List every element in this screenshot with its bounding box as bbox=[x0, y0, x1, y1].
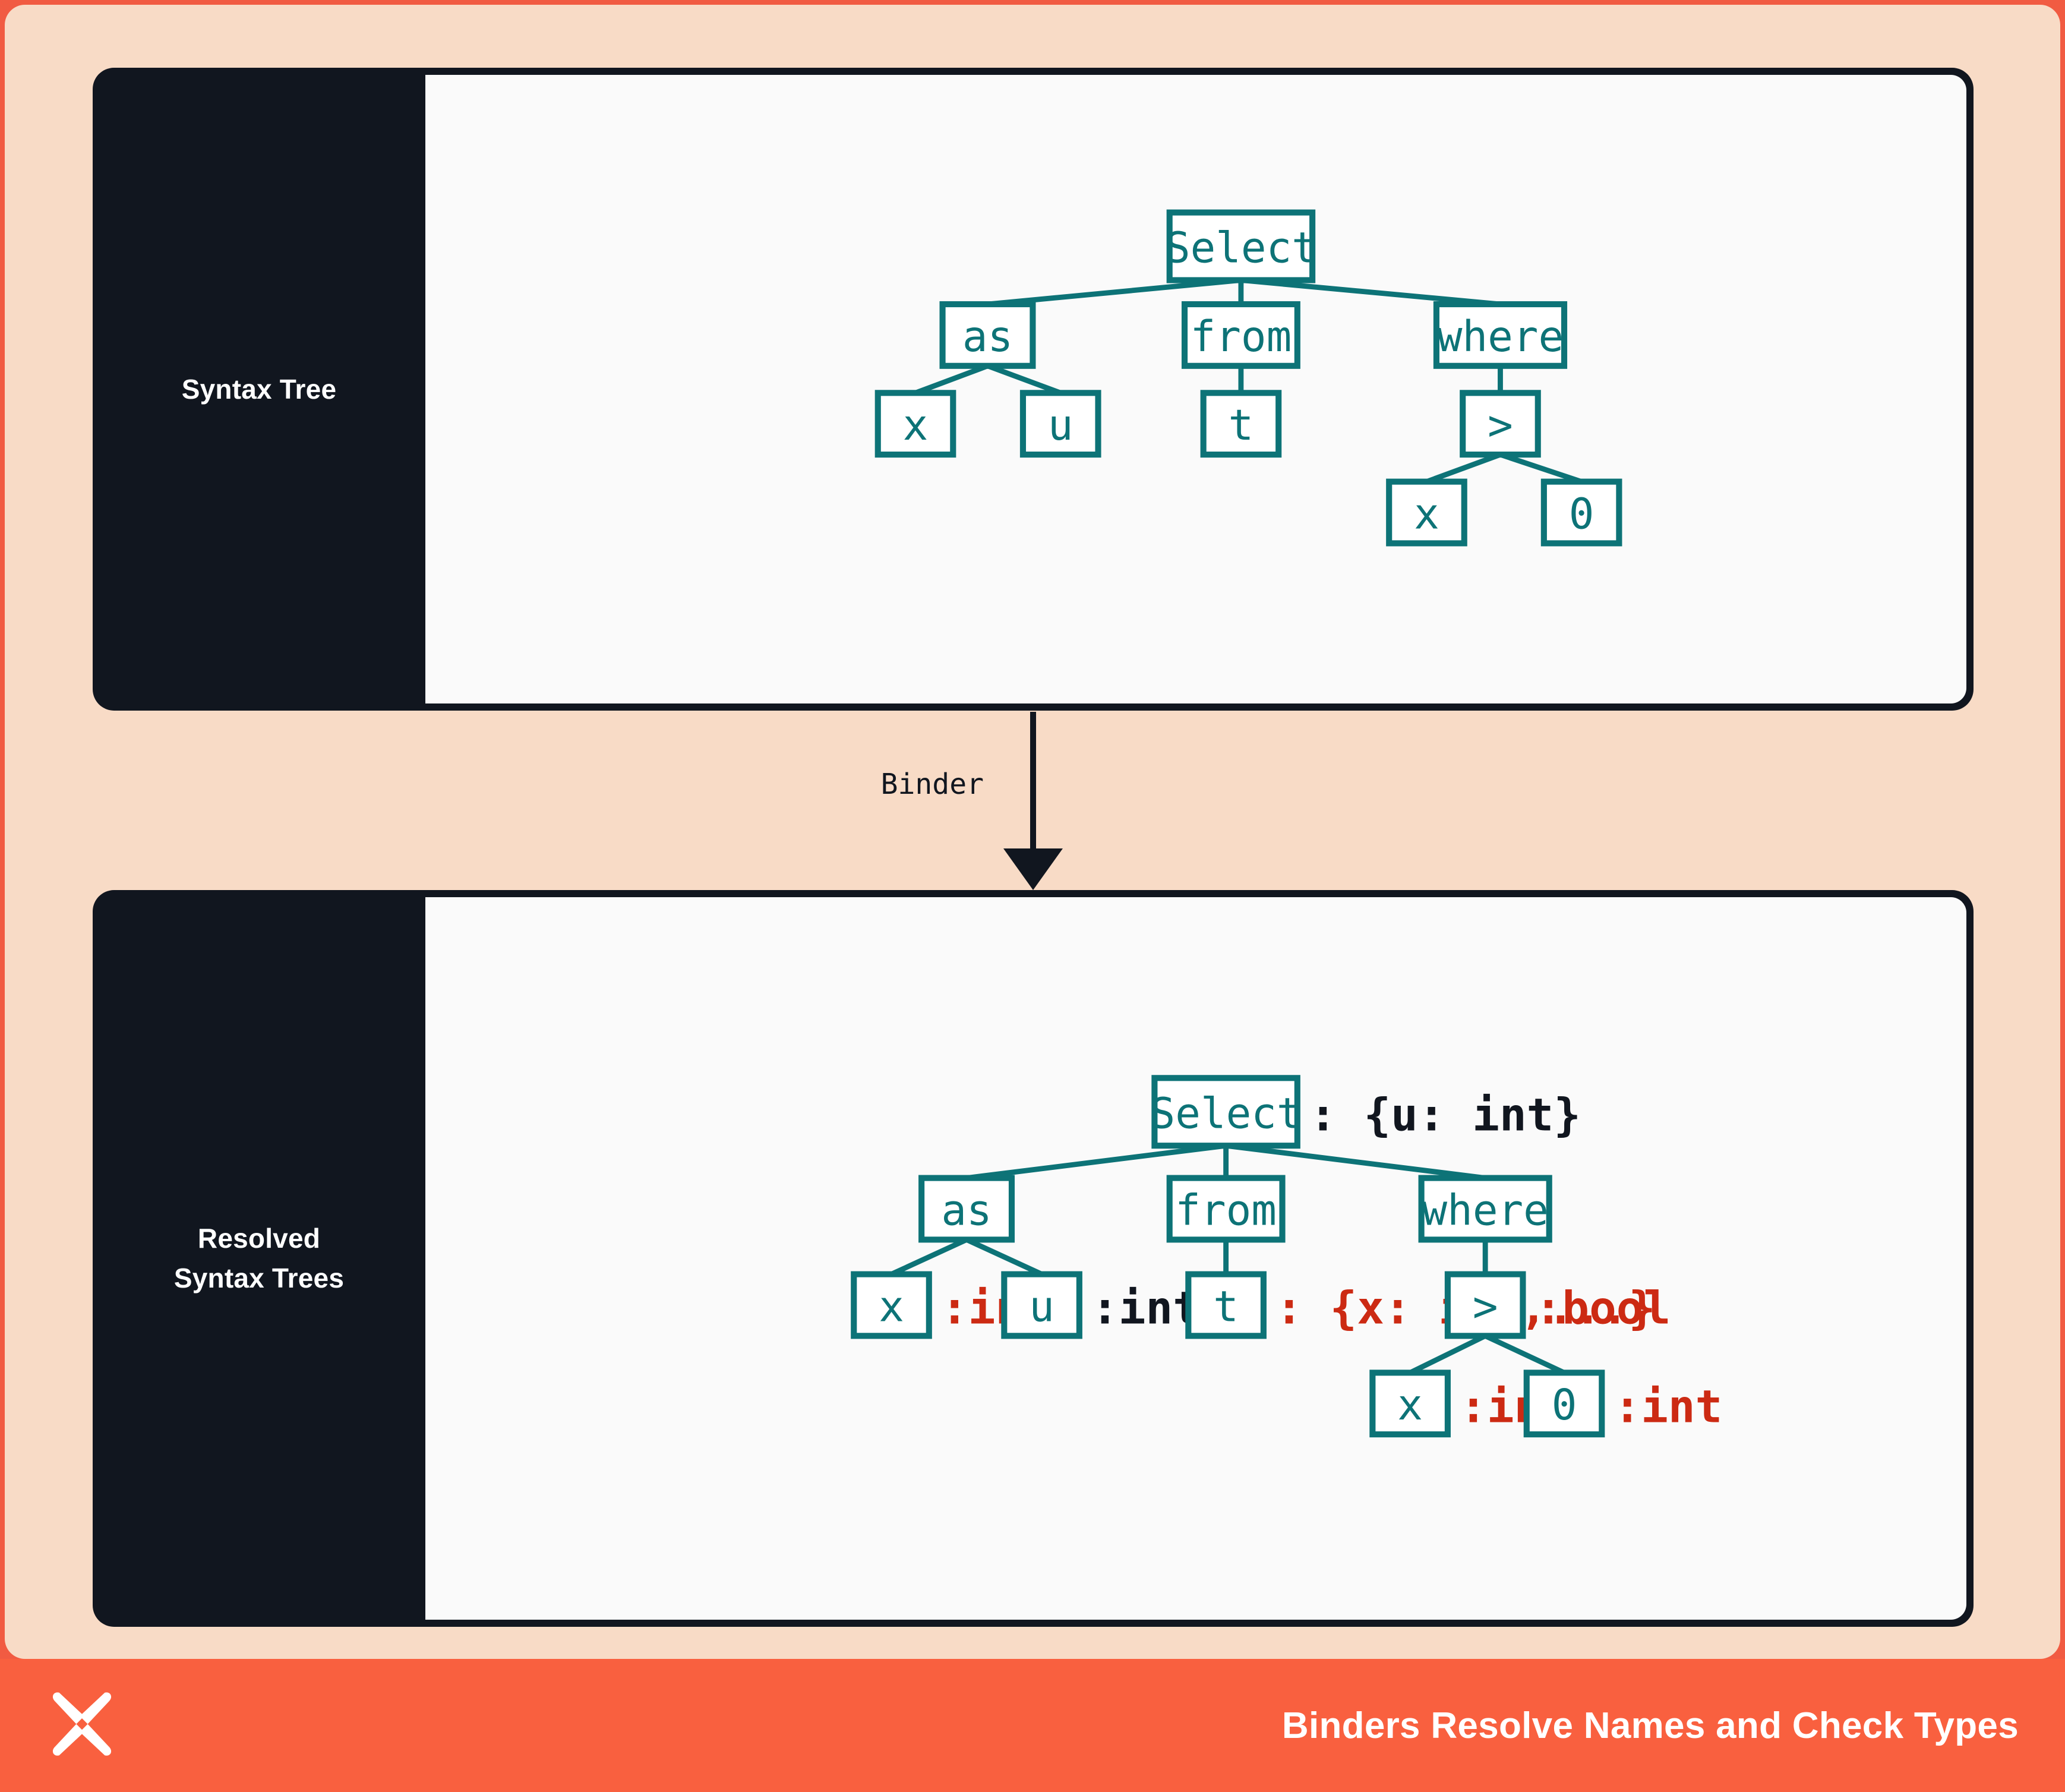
tree-edge bbox=[1499, 452, 1583, 484]
poster-canvas: Syntax Tree Select as from where x u t > x 0 Bind… bbox=[5, 5, 2060, 1659]
tree-edge bbox=[914, 363, 989, 396]
tree-node-x2[interactable]: x bbox=[1386, 478, 1467, 547]
tree-node-z1[interactable]: 0 bbox=[1540, 478, 1622, 547]
tree-node-label: from bbox=[1191, 312, 1292, 361]
tree-node-label: t bbox=[1229, 400, 1254, 450]
tree-node-x2[interactable]: x bbox=[1369, 1370, 1451, 1438]
tree-node-select[interactable]: Select bbox=[1165, 209, 1317, 283]
panel-top-label-text: Syntax Tree bbox=[181, 373, 337, 405]
tree-node-select[interactable]: Select bbox=[1150, 1075, 1302, 1149]
tree-edge bbox=[1226, 1143, 1486, 1181]
tree-node-x1[interactable]: x bbox=[874, 390, 956, 458]
tree-node-label: where bbox=[1437, 312, 1564, 361]
tree-node-label: 0 bbox=[1552, 1380, 1577, 1430]
tree-edge bbox=[1484, 1333, 1565, 1375]
panel-top-label: Syntax Tree bbox=[93, 68, 425, 711]
tree-node-label: as bbox=[941, 1186, 992, 1235]
tree-node-x1[interactable]: x bbox=[851, 1271, 932, 1339]
tree-node-gt1[interactable]: > bbox=[1460, 390, 1541, 458]
tree-node-label: where bbox=[1422, 1186, 1549, 1235]
tree-node-as[interactable]: as bbox=[939, 301, 1036, 369]
tree-node-annotation-z1: :int bbox=[1614, 1380, 1723, 1433]
binder-transition: Binder bbox=[93, 712, 1974, 890]
tree-node-annotation-select: : {u: int} bbox=[1309, 1089, 1581, 1141]
tree-edge bbox=[986, 363, 1062, 396]
tree-node-from[interactable]: from bbox=[1181, 301, 1300, 369]
tree-node-label: x bbox=[1397, 1380, 1423, 1430]
tree-edge bbox=[1425, 452, 1502, 484]
panel-bottom-label-line1: Resolved bbox=[197, 1223, 321, 1254]
tree-node-as[interactable]: as bbox=[918, 1175, 1015, 1243]
panel-bottom-label-line2: Syntax Trees bbox=[173, 1263, 345, 1293]
footer-tagline: Binders Resolve Names and Check Types bbox=[1281, 1705, 2019, 1746]
tree-node-label: > bbox=[1473, 1282, 1498, 1331]
tree-edge bbox=[1240, 277, 1501, 307]
tree-node-t1[interactable]: t bbox=[1200, 390, 1282, 458]
tree-node-gt1[interactable]: > bbox=[1444, 1271, 1526, 1339]
tree-node-label: x bbox=[1414, 490, 1439, 539]
tree-edge bbox=[966, 1143, 1227, 1181]
panel-resolved-syntax-trees: Resolved Syntax Trees Select: {u: int} as… bbox=[93, 890, 1974, 1627]
binder-label-text: Binder bbox=[881, 768, 984, 801]
tree-node-label: u bbox=[1048, 400, 1073, 450]
tree-node-label: as bbox=[962, 312, 1013, 361]
tree-node-t1[interactable]: t bbox=[1185, 1271, 1267, 1339]
tree-node-from[interactable]: from bbox=[1166, 1175, 1286, 1243]
tree-node-label: t bbox=[1213, 1282, 1239, 1331]
tree-edge bbox=[987, 277, 1242, 307]
tree-node-annotation-gt1: :bool bbox=[1535, 1282, 1671, 1334]
panel-top-stage: Select as from where x u t > x 0 bbox=[425, 75, 1966, 703]
tree-node-label: u bbox=[1029, 1282, 1054, 1331]
tree-node-u1[interactable]: u bbox=[1019, 390, 1101, 458]
panel-syntax-tree: Syntax Tree Select as from where x u t > x 0 bbox=[93, 68, 1974, 711]
panel-bottom-label: Resolved Syntax Trees bbox=[93, 890, 425, 1627]
tree-node-label: from bbox=[1175, 1186, 1277, 1235]
x-mark-logo-icon bbox=[52, 1692, 112, 1756]
tree-edge bbox=[965, 1237, 1043, 1277]
tree-node-label: x bbox=[879, 1282, 904, 1331]
tree-node-z1[interactable]: 0 bbox=[1523, 1370, 1605, 1438]
tree-node-label: x bbox=[903, 400, 929, 450]
syntax-tree-graphic: Select as from where x u t > x 0 bbox=[874, 209, 1622, 547]
tree-node-label: Select bbox=[1165, 223, 1317, 273]
tree-node-label: 0 bbox=[1569, 490, 1594, 539]
tree-node-annotation-u1: :int bbox=[1091, 1282, 1200, 1334]
tree-edge bbox=[1409, 1333, 1487, 1375]
footer-bar: Binders Resolve Names and Check Types bbox=[0, 1659, 2065, 1792]
tree-node-where[interactable]: where bbox=[1433, 301, 1568, 369]
tree-node-label: Select bbox=[1150, 1089, 1302, 1138]
tree-edge bbox=[890, 1237, 968, 1277]
tree-node-label: > bbox=[1488, 400, 1513, 450]
tree-node-where[interactable]: where bbox=[1418, 1175, 1552, 1243]
tree-node-u1[interactable]: u bbox=[1001, 1271, 1082, 1339]
